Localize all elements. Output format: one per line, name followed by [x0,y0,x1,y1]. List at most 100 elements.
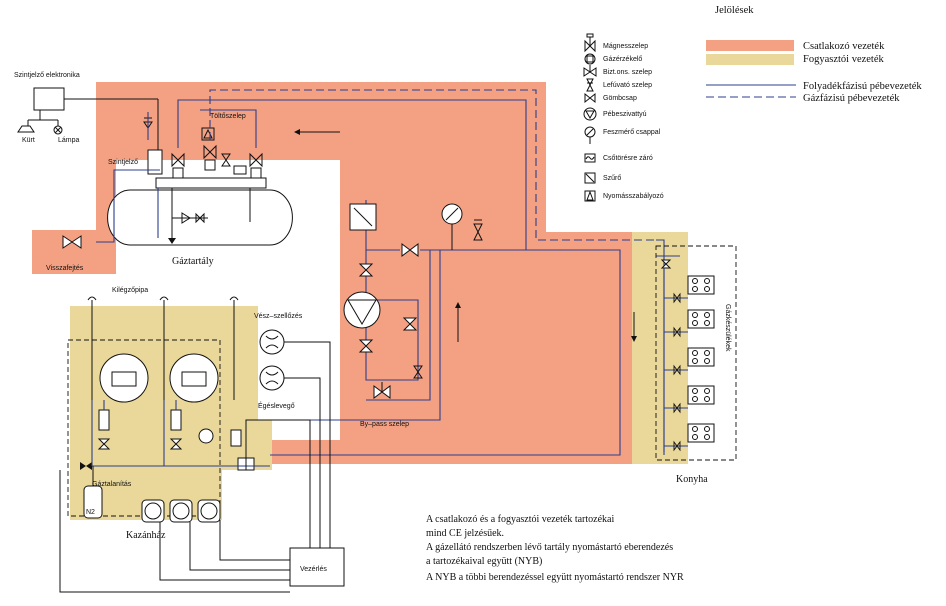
lamp-icon [53,125,63,135]
combustion-air-label: Égéslevegő [258,401,295,410]
control-box [289,547,345,587]
safety-valve-icon [221,153,231,167]
pressure-regulator-icon [584,190,596,202]
pipe-break-valve-icon [401,243,419,257]
solenoid-valve-icon [230,429,242,447]
legend-symbol-label: Szűrő [603,175,621,182]
emergency-vent-label: Vész–szellőzés [254,313,303,320]
lpg-pump-icon [343,291,381,329]
legend-symbol-label: Mágnesszelep [603,43,648,50]
appliance-column [687,275,715,443]
bypass-label: By–pass szelep [360,421,409,428]
fan-icon [259,329,285,355]
gas-detector-icon [233,165,247,175]
boiler-room-label: Kazánház [126,530,166,541]
ball-valve-icon [80,462,92,470]
relief-valve-icon [413,365,423,379]
level-indicator [147,149,163,175]
legend-symbol-label: Bizt.ons. szelep [603,69,652,76]
appliance-burner [687,385,715,405]
safety-valve-icon [473,219,483,241]
legend-symbol-label: Feszmérő csappal [603,129,661,136]
filter-icon [349,203,377,231]
tank-label: Gáztartály [172,256,214,267]
note-line: A csatlakozó és a fogyasztói vezeték tar… [426,514,614,525]
ball-valve-icon [358,263,374,277]
gas-tank: Gáztartály [107,177,293,267]
solenoid-valve-icon [170,409,182,431]
note-line: a tartozékaival együtt (NYB) [426,556,542,567]
legend-symbol-label: Lefúvató szelep [603,82,652,89]
legend-line-label: Csatlakozó vezeték [803,41,885,52]
n2-label: N2 [86,509,95,516]
ball-valve-icon [402,317,418,331]
safety-valve-icon [583,65,597,77]
appliance-burner [687,309,715,329]
ball-valve-icon [358,339,374,353]
appliance-burner [687,275,715,295]
legend-symbol-label: Gázérzékelő [603,56,642,63]
internal-valve-icon [172,212,208,224]
appliance-burner [687,423,715,443]
degassing-label: Gáztalanítás [92,481,132,488]
legend-symbol-label: Csőtörésre záró [603,155,653,162]
legend-line-label: Fogyasztói vezeték [803,54,885,65]
horn-label: Kürt [22,137,35,144]
pressure-gauge-icon [584,126,596,144]
drain-icon [168,238,176,244]
horn-icon [17,125,35,133]
ball-valve-icon [97,438,111,450]
boiler-room: Kilégzőpipa N2 Gáztalanítás Kazánház [67,287,270,541]
gas-detector-icon [584,53,596,65]
pressure-gauge-icon [441,203,463,250]
legend-symbol-label: Pébeszivattyú [603,111,647,118]
legend-line-label: Gázfázisú pébevezeték [803,93,900,104]
note-line: mind CE jelzésűek. [426,528,504,539]
legend-title: Jelölések [715,5,754,16]
pipe-break-valve-icon [584,153,596,163]
ball-valve-icon [660,259,672,269]
boiler-icon [99,353,149,403]
legend-line-label: Folyadékfázisú pébevezeték [803,81,922,92]
gas-burner-icon [169,499,193,523]
fan-icon [259,365,285,391]
solenoid-valve-icon [249,152,263,179]
solenoid-valve-icon [171,152,185,179]
tank-manifold [155,177,267,189]
return-label: Visszafejtés [46,265,84,272]
kitchen-outline [655,245,737,461]
note-line: A NYB a többi berendezéssel együtt nyomá… [426,572,684,583]
solenoid-valve-icon [98,409,110,431]
pressure-gauge-icon [198,428,214,444]
kitchen-label: Konyha [676,474,708,485]
gas-appliances-label: Gázkészülékek [724,304,731,352]
level-electronics: Szintjelző elektronika Kürt Lámpa [14,72,159,160]
legend: Jelölések Mágnesszelep Gázérzékelő Bizt.… [583,5,922,202]
flow-arrows [294,129,637,342]
bypass-valve-icon [373,382,391,399]
solenoid-valve-icon [584,33,596,53]
vent-pipe-label: Kilégzőpipa [112,287,148,294]
appliance-burner [687,347,715,367]
boiler-icon [169,353,219,403]
level-electronics-box [33,87,65,111]
kitchen: Gázkészülékek Konyha [655,245,737,485]
legend-symbol-label: Gömbcsap [603,95,637,102]
level-indicator-label: Szintjelző [108,159,138,166]
fill-valve-label: Töltőszelep [210,113,246,120]
lamp-label: Lámpa [58,137,80,144]
relief-valve-icon [586,78,594,92]
control-label: Vezérlés [300,566,327,573]
return-valve-icon [62,235,82,249]
level-electronics-label: Szintjelző elektronika [14,72,80,79]
note-line: A gázellátó rendszerben lévő tartály nyo… [426,542,673,553]
solenoid-valve-icon [203,144,217,171]
legend-swatch-consumer [706,54,794,65]
legend-swatch-connecting [706,40,794,51]
ball-valve-icon [584,92,596,104]
gas-burner-icon [141,499,165,523]
gas-burner-icon [197,499,221,523]
control-wiring: Vezérlés [59,341,345,593]
ball-valve-icon [169,438,183,450]
